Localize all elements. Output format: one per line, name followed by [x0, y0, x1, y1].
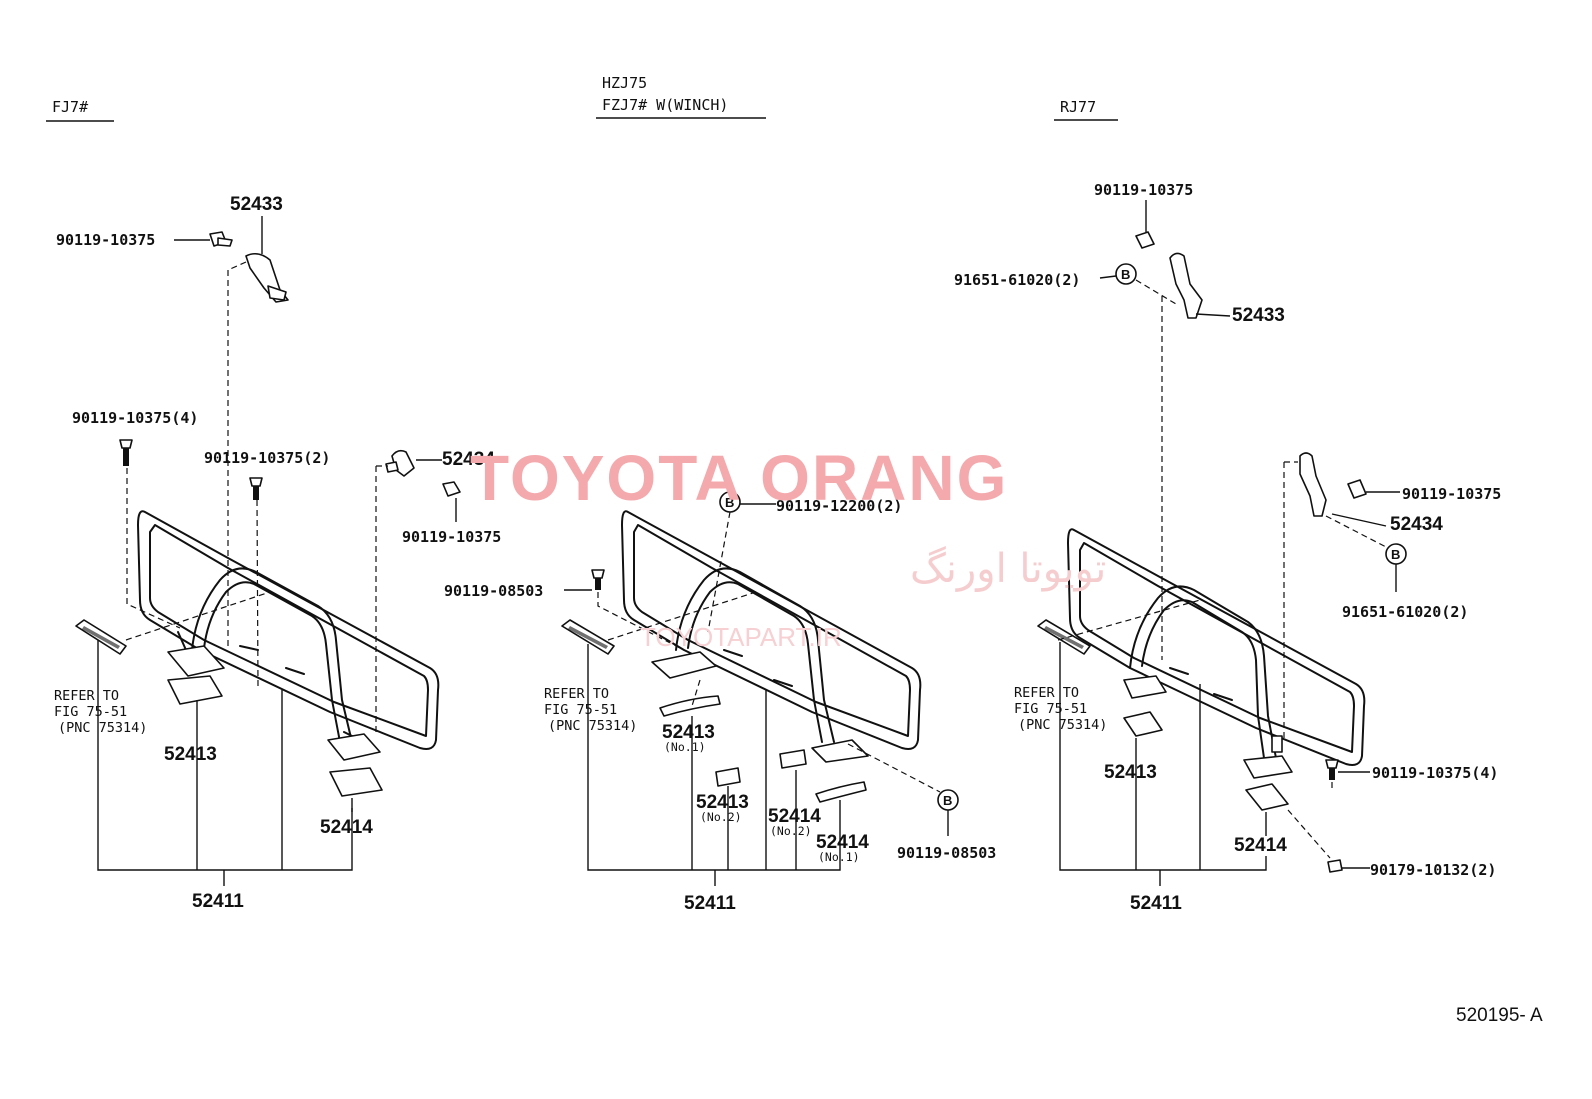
plate-52413-right [1123, 711, 1163, 737]
label-stud-right-right: 91651-61020(2) [1342, 603, 1468, 621]
bracket-52433-left [245, 252, 289, 303]
bumper-guard-frame-left [137, 510, 440, 761]
emblem-badge-right [1037, 619, 1091, 655]
emblem-badge-left [75, 619, 127, 655]
label-refer-1-right: REFER TO [1014, 685, 1079, 701]
plate-52414-left [329, 767, 383, 797]
label-refer-1-left: REFER TO [54, 688, 119, 704]
label-bolt-4-left: 90119-10375(4) [72, 409, 198, 427]
watermark: TOYOTA ORANG تویوتا اورنگ TOYOTAPART.IR [470, 442, 1106, 652]
label-plate-no1-middle: 52413 [662, 722, 715, 743]
nut-icon [1327, 859, 1343, 873]
label-plate-no2-note: (No.2) [700, 810, 742, 824]
panel-right: RJ77 [954, 98, 1501, 914]
label-assembly-left: 52411 [192, 891, 244, 912]
plate-52413-left [167, 675, 223, 705]
label-bolt-4-right: 90119-10375(4) [1372, 764, 1498, 782]
label-refer-2-middle: FIG 75-51 [544, 702, 617, 718]
label-refer-1-middle: REFER TO [544, 686, 609, 702]
label-refer-2-left: FIG 75-51 [54, 704, 127, 720]
label-refer-3-left: (PNC 75314) [58, 720, 147, 736]
label-bolt-bottom-middle: 90119-08503 [897, 844, 996, 862]
panel-middle-header-2: FZJ7# W(WINCH) [602, 96, 728, 114]
label-plate-left: 52413 [164, 744, 217, 765]
label-bolt-right-left: 90119-10375 [402, 528, 501, 546]
bolt-icon [1325, 759, 1339, 780]
bracket-52434-left [385, 449, 415, 477]
label-plate-right-right: 52414 [1234, 835, 1287, 856]
circle-b-icon: B [1115, 263, 1137, 285]
plate-52413-no2 [715, 767, 741, 787]
bolt-icon [442, 481, 461, 497]
circle-b-icon: B [719, 491, 741, 513]
label-stud-top-right: 91651-61020(2) [954, 271, 1080, 289]
label-rplate-no2-middle: 52414 [768, 806, 821, 827]
panel-middle: HZJ75 FZJ7# W(WINCH) B [444, 74, 996, 914]
plate-52414-no2 [779, 749, 807, 769]
label-bolt-b-middle: 90119-12200(2) [776, 497, 902, 515]
plate-52413-no1 [659, 695, 721, 717]
bracket-52433-right [1169, 252, 1203, 319]
bolt-icon [591, 569, 605, 590]
label-bracket-top-right: 52433 [1232, 305, 1285, 326]
label-rplate-no1-middle: 52414 [816, 832, 869, 853]
diagram-code: 520195- A [1456, 1005, 1543, 1026]
svg-text:B: B [1121, 267, 1130, 282]
label-rplate-no1-note: (No.1) [818, 850, 860, 864]
plate-52414-no1 [815, 781, 867, 803]
label-bracket-right-right: 52434 [1390, 514, 1443, 535]
label-rplate-no2-note: (No.2) [770, 824, 812, 838]
label-bracket-top-left: 52433 [230, 194, 283, 215]
emblem-badge-middle [561, 619, 615, 655]
label-refer-3-middle: (PNC 75314) [548, 718, 637, 734]
label-bolt-2-left: 90119-10375(2) [204, 449, 330, 467]
label-bolt-top-right: 90119-10375 [1094, 181, 1193, 199]
label-plate-left-right: 52413 [1104, 762, 1157, 783]
watermark-brand: TOYOTA ORANG [470, 442, 1008, 514]
bracket-52434-right [1299, 452, 1327, 517]
watermark-site: TOYOTAPART.IR [640, 622, 842, 652]
bolt-icon [1347, 479, 1367, 499]
bolt-icon [119, 439, 133, 466]
circle-b-icon: B [1385, 543, 1407, 565]
panel-middle-header-1: HZJ75 [602, 74, 647, 92]
circle-b-icon: B [937, 789, 959, 811]
label-refer-3-right: (PNC 75314) [1018, 717, 1107, 733]
label-assembly-right: 52411 [1130, 893, 1182, 914]
label-refer-2-right: FIG 75-51 [1014, 701, 1087, 717]
label-nut-right: 90179-10132(2) [1370, 861, 1496, 879]
bolt-icon [209, 231, 233, 247]
bolt-icon [1135, 231, 1155, 249]
label-bolt-side-middle: 90119-08503 [444, 582, 543, 600]
label-bracket-right-left: 52434 [442, 449, 495, 470]
label-bolt-right-right: 90119-10375 [1402, 485, 1501, 503]
bumper-guard-frame-middle [621, 510, 922, 763]
bolt-icon [249, 477, 263, 500]
label-plate-right-left: 52414 [320, 817, 373, 838]
plate-52414-right [1245, 783, 1289, 811]
svg-text:B: B [943, 793, 952, 808]
label-plate-no1-note: (No.1) [664, 740, 706, 754]
panel-left-header: FJ7# [52, 98, 88, 116]
svg-text:B: B [1391, 547, 1400, 562]
watermark-persian: تویوتا اورنگ [910, 546, 1106, 592]
label-plate-no2-middle: 52413 [696, 792, 749, 813]
label-assembly-middle: 52411 [684, 893, 736, 914]
panel-left: FJ7# [46, 98, 501, 912]
svg-text:B: B [725, 495, 734, 510]
label-bolt-top-left: 90119-10375 [56, 231, 155, 249]
panel-right-header: RJ77 [1060, 98, 1096, 116]
bumper-guard-frame-right [1067, 528, 1366, 779]
